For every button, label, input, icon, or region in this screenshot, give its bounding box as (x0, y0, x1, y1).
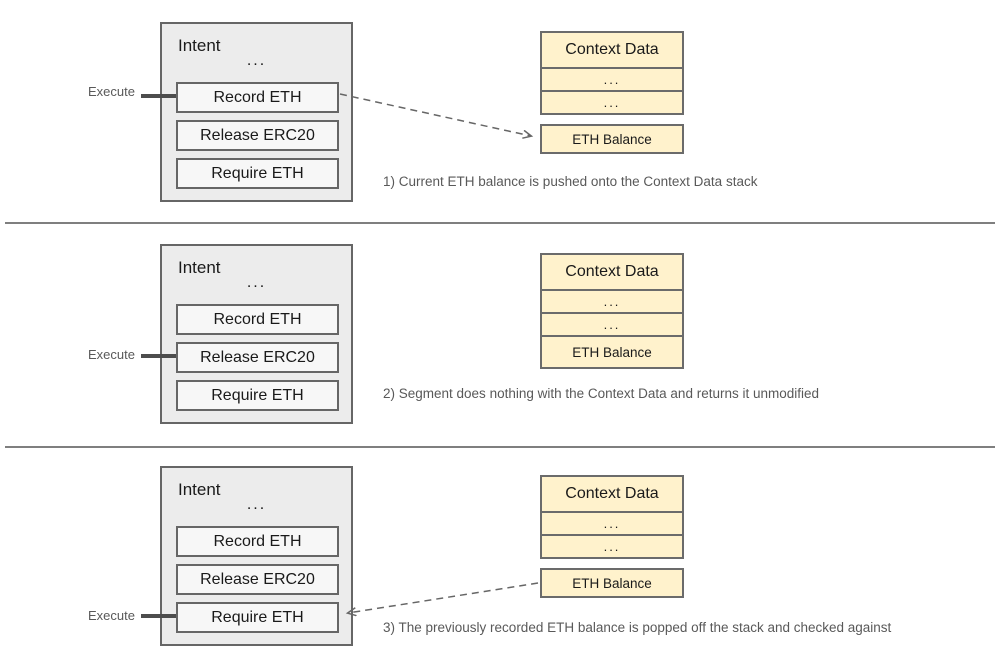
dashed-arrow-record-to-balance (339, 93, 531, 136)
context-data-stack: Context Data ... ... ETH Balance (540, 253, 684, 369)
execute-label: Execute (88, 347, 135, 362)
intent-title: Intent (178, 36, 221, 55)
context-row: ... (542, 534, 682, 557)
op-record-eth: Record ETH (176, 304, 339, 335)
intent-box: Intent ... Record ETH Release ERC20 Requ… (160, 466, 353, 646)
context-row: ... (542, 67, 682, 90)
step-caption: 3) The previously recorded ETH balance i… (383, 620, 892, 635)
op-require-eth: Require ETH (176, 380, 339, 411)
intent-title: Intent (178, 258, 221, 277)
context-row: ... (542, 90, 682, 113)
execute-label: Execute (88, 608, 135, 623)
execute-label: Execute (88, 84, 135, 99)
context-data-title: Context Data (565, 485, 659, 502)
op-release-erc20: Release ERC20 (176, 342, 339, 373)
op-release-erc20: Release ERC20 (176, 120, 339, 151)
context-data-stack: Context Data ... ... (540, 31, 684, 115)
intent-ellipsis: ... (246, 496, 267, 513)
intent-title: Intent (178, 480, 221, 499)
context-row: ... (542, 289, 682, 312)
execute-connector (141, 353, 176, 358)
step-caption: 2) Segment does nothing with the Context… (383, 386, 820, 401)
eth-balance-box: ETH Balance (540, 568, 684, 598)
context-row: ... (542, 312, 682, 335)
context-data-title: Context Data (565, 263, 659, 280)
execute-connector (141, 613, 176, 618)
panel-divider-2 (5, 446, 995, 448)
context-row-eth-balance: ETH Balance (542, 335, 682, 367)
intent-ellipsis: ... (246, 274, 267, 291)
context-data-title: Context Data (565, 41, 659, 58)
op-release-erc20: Release ERC20 (176, 564, 339, 595)
op-record-eth: Record ETH (176, 526, 339, 557)
execute-connector (141, 93, 176, 98)
panel-divider-1 (5, 222, 995, 224)
context-data-stack: Context Data ... ... (540, 475, 684, 559)
eth-balance-box: ETH Balance (540, 124, 684, 154)
op-require-eth: Require ETH (176, 602, 339, 633)
op-require-eth: Require ETH (176, 158, 339, 189)
intent-box: Intent ... Record ETH Release ERC20 Requ… (160, 22, 353, 202)
intent-box: Intent ... Record ETH Release ERC20 Requ… (160, 244, 353, 424)
dashed-arrow-balance-to-require (348, 582, 539, 613)
context-row: ... (542, 511, 682, 534)
op-record-eth: Record ETH (176, 82, 339, 113)
intent-ellipsis: ... (246, 52, 267, 69)
step-caption: 1) Current ETH balance is pushed onto th… (383, 174, 758, 189)
